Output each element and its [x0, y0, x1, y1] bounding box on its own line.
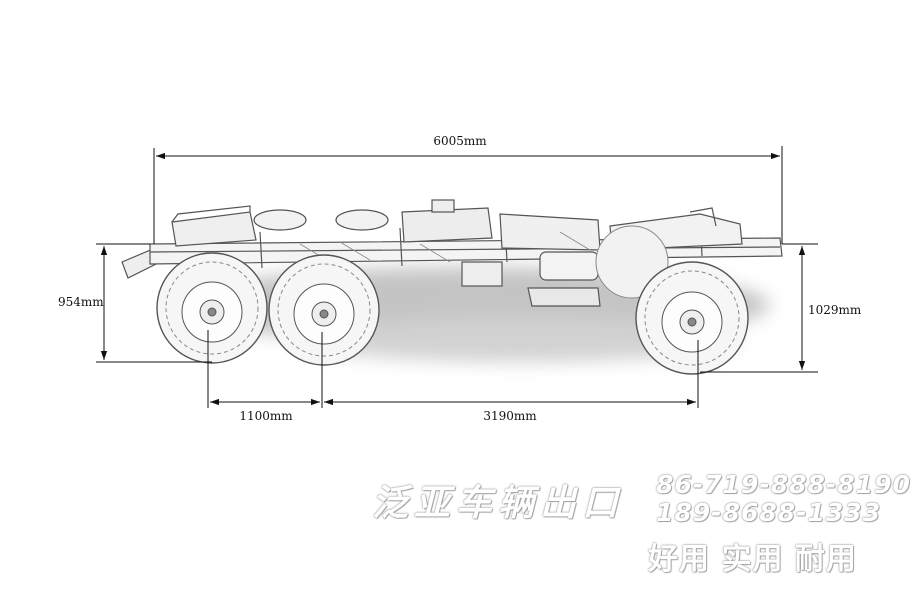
wheelbase-label: 3190mm [483, 409, 537, 423]
front-height-label: 1029mm [808, 303, 862, 317]
overall-length-label: 6005mm [433, 134, 487, 148]
rear-axle-spacing-label: 1100mm [239, 409, 293, 423]
wheel-rear-1 [156, 252, 268, 364]
watermark-company: 泛亚车辆出口 [372, 483, 625, 524]
watermark-phone-2: 189-8688-1333 [656, 498, 882, 527]
watermark-slogan: 好用 实用 耐用 [648, 542, 857, 577]
wheel-rear-2 [268, 254, 380, 366]
dimension-lines [96, 146, 818, 408]
watermark-phone-1: 86-719-888-8190 [656, 470, 911, 499]
wheel-front [595, 225, 749, 375]
rear-height-label: 954mm [58, 295, 104, 309]
